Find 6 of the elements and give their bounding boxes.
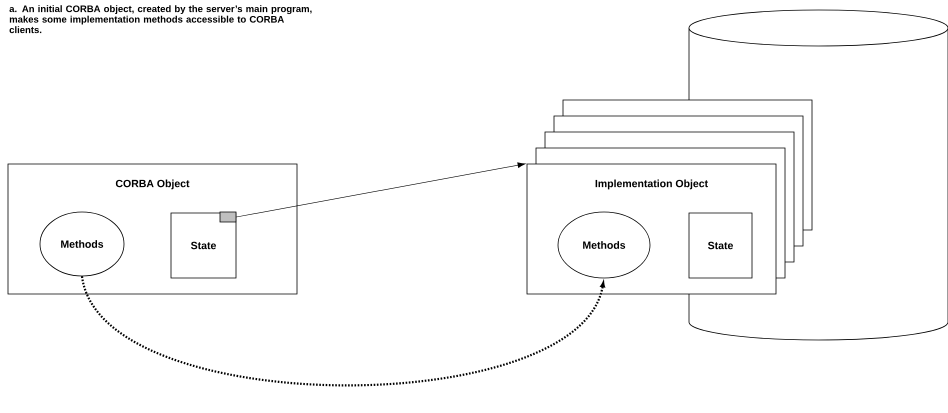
arrow [80, 276, 606, 386]
heading: a. An initial CORBA object, created by the server’s main program, makes some implementation methods accessible to CORBA clients. [9, 5, 312, 34]
state-box: State [688, 212, 752, 278]
state-box: State [170, 212, 236, 278]
pointer-marker [220, 212, 236, 222]
arrow [236, 162, 526, 218]
